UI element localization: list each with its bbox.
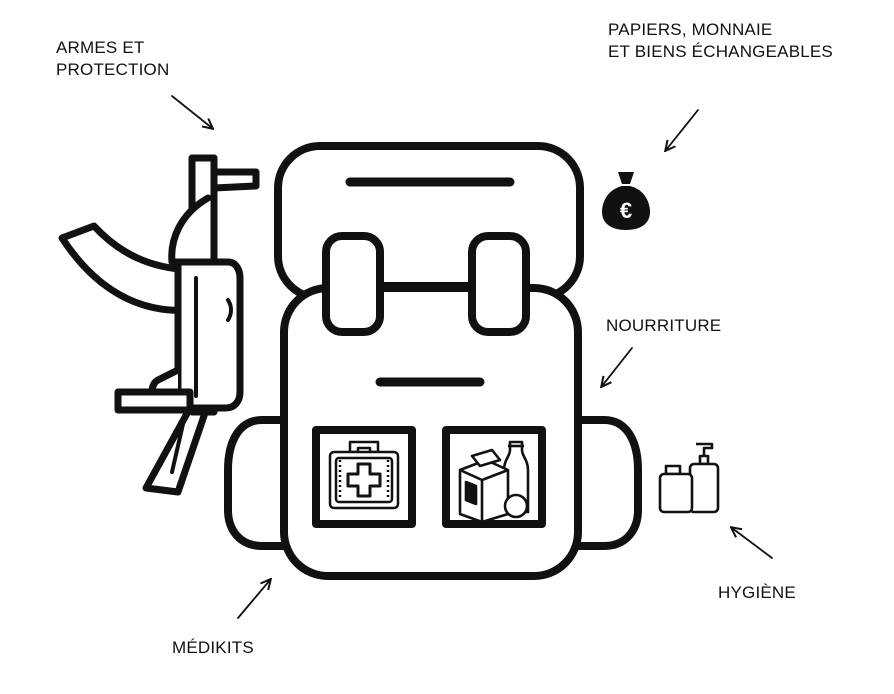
arrow-armes — [171, 95, 212, 128]
label-medikits: MÉDIKITS — [172, 637, 254, 659]
money-bag-icon: € — [602, 172, 650, 230]
backpack-icon — [224, 142, 642, 580]
medkit-icon — [328, 440, 400, 510]
pointer-arrows — [171, 95, 773, 619]
label-armes-line-2: PROTECTION — [56, 60, 170, 79]
label-medikits-text: MÉDIKITS — [172, 638, 254, 657]
hygiene-bottles-icon — [658, 442, 720, 514]
label-nourriture: NOURRITURE — [606, 315, 721, 337]
label-papiers-monnaie: PAPIERS, MONNAIE ET BIENS ÉCHANGEABLES — [608, 19, 833, 63]
label-papiers-line-2: ET BIENS ÉCHANGEABLES — [608, 42, 833, 61]
arrow-nourriture — [602, 347, 633, 386]
arrow-medikits — [237, 580, 270, 619]
food-icon — [458, 440, 530, 524]
label-papiers-line-1: PAPIERS, MONNAIE — [608, 20, 773, 39]
arrow-papiers — [666, 109, 699, 150]
label-armes-line-1: ARMES ET — [56, 38, 145, 57]
label-nourriture-text: NOURRITURE — [606, 316, 722, 335]
arrow-hygiene — [732, 528, 773, 559]
money-bag-euro-symbol: € — [620, 198, 632, 223]
label-hygiene: HYGIÈNE — [718, 582, 796, 604]
rifle-icon — [58, 154, 260, 496]
label-hygiene-text: HYGIÈNE — [718, 583, 796, 602]
label-armes-protection: ARMES ET PROTECTION — [56, 37, 169, 81]
